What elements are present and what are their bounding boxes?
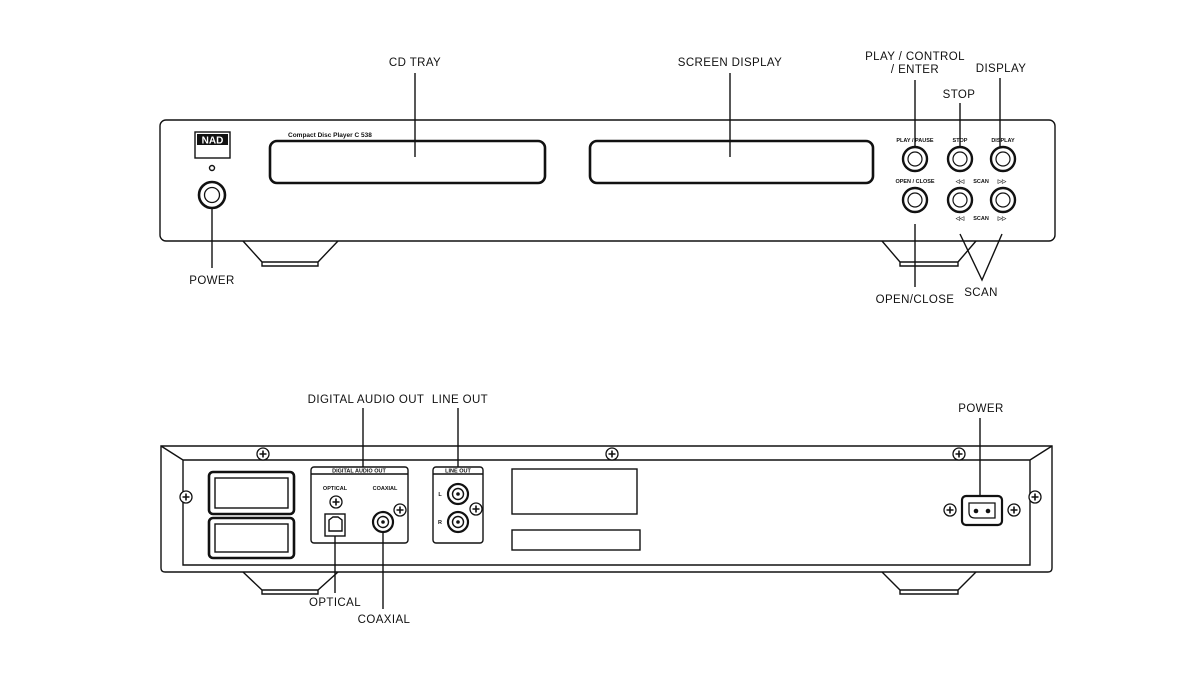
rear-left-foot [242, 571, 339, 595]
callout-play-control-line2: / ENTER [891, 64, 939, 76]
callout-power-rear: POWER [958, 403, 1003, 415]
screw-icon [469, 502, 483, 516]
screw-icon [1028, 490, 1042, 504]
scan-forward-symbol-top: ▷▷ [997, 178, 1007, 185]
line-out-left-jack[interactable] [446, 482, 470, 506]
coaxial-port[interactable] [371, 510, 395, 534]
power-led [208, 164, 216, 172]
front-left-foot [242, 240, 339, 267]
optical-port[interactable] [324, 513, 346, 537]
rear-vent-bottom-inner [214, 523, 289, 553]
model-name: Compact Disc Player C 538 [288, 132, 372, 139]
stop-button[interactable] [946, 145, 974, 173]
brand-logo-text: NAD [202, 136, 224, 147]
screw-icon [179, 490, 193, 504]
rear-serial-plate [511, 529, 641, 551]
front-chassis [159, 119, 1056, 242]
rear-vent-top-inner [214, 477, 289, 509]
scan-back-button[interactable] [946, 186, 974, 214]
screw-icon [256, 447, 270, 461]
scan-forward-symbol-bottom: ▷▷ [997, 215, 1007, 222]
screw-icon [329, 495, 343, 509]
screw-icon [1007, 503, 1021, 517]
line-out-left-label: L [438, 492, 442, 498]
open-close-label: OPEN / CLOSE [895, 179, 934, 185]
rear-panel: DIGITAL AUDIO OUT OPTICAL COAXIAL LINE O… [160, 394, 1053, 626]
callout-open-close: OPEN/CLOSE [876, 294, 955, 306]
scan-back-symbol-bottom: ◁◁ [955, 215, 965, 222]
callout-play-control-line1: PLAY / CONTROL [865, 51, 965, 63]
callout-optical: OPTICAL [309, 597, 361, 609]
callout-digital-audio-out: DIGITAL AUDIO OUT [308, 394, 425, 406]
callout-display: DISPLAY [976, 63, 1027, 75]
display-label: DISPLAY [991, 138, 1015, 144]
cd-tray [268, 139, 547, 185]
line-out-panel-label: LINE OUT [445, 469, 471, 475]
optical-panel-label: OPTICAL [323, 486, 348, 492]
line-out-right-jack[interactable] [446, 510, 470, 534]
scan-back-symbol-top: ◁◁ [955, 178, 965, 185]
callout-stop: STOP [943, 89, 976, 101]
callout-screen-display: SCREEN DISPLAY [678, 57, 782, 69]
screen-display [588, 139, 875, 185]
rear-right-foot [881, 571, 977, 595]
rear-chassis [160, 445, 1053, 573]
front-right-foot [881, 240, 977, 267]
scan-forward-button[interactable] [989, 186, 1017, 214]
brand-logo [197, 134, 228, 145]
callout-line-out: LINE OUT [432, 394, 488, 406]
scan-label-bottom: SCAN [973, 216, 989, 222]
callout-power-front: POWER [189, 275, 234, 287]
rear-inner-frame [160, 445, 1053, 566]
scan-leader [959, 233, 1003, 282]
callout-coaxial: COAXIAL [358, 614, 411, 626]
ac-power-inlet[interactable] [960, 494, 1004, 527]
screw-icon [943, 503, 957, 517]
brand-logo-box [194, 131, 231, 159]
screw-icon [952, 447, 966, 461]
rear-label-plate [511, 468, 638, 515]
power-button[interactable] [197, 180, 227, 210]
callout-cd-tray: CD TRAY [389, 57, 441, 69]
digital-audio-out-panel [310, 466, 409, 544]
digital-audio-out-panel-label: DIGITAL AUDIO OUT [332, 469, 386, 475]
play-pause-button[interactable] [901, 145, 929, 173]
display-button[interactable] [989, 145, 1017, 173]
open-close-button[interactable] [901, 186, 929, 214]
scan-label-top: SCAN [973, 179, 989, 185]
callout-scan: SCAN [964, 287, 998, 299]
rear-vent-top [207, 470, 296, 516]
front-panel: NAD Compact Disc Player C 538 PLAY / PAU… [159, 51, 1056, 306]
line-out-right-label: R [438, 520, 442, 526]
coaxial-panel-label: COAXIAL [373, 486, 398, 492]
screw-icon [393, 503, 407, 517]
rear-vent-bottom [207, 516, 296, 560]
screw-icon [605, 447, 619, 461]
